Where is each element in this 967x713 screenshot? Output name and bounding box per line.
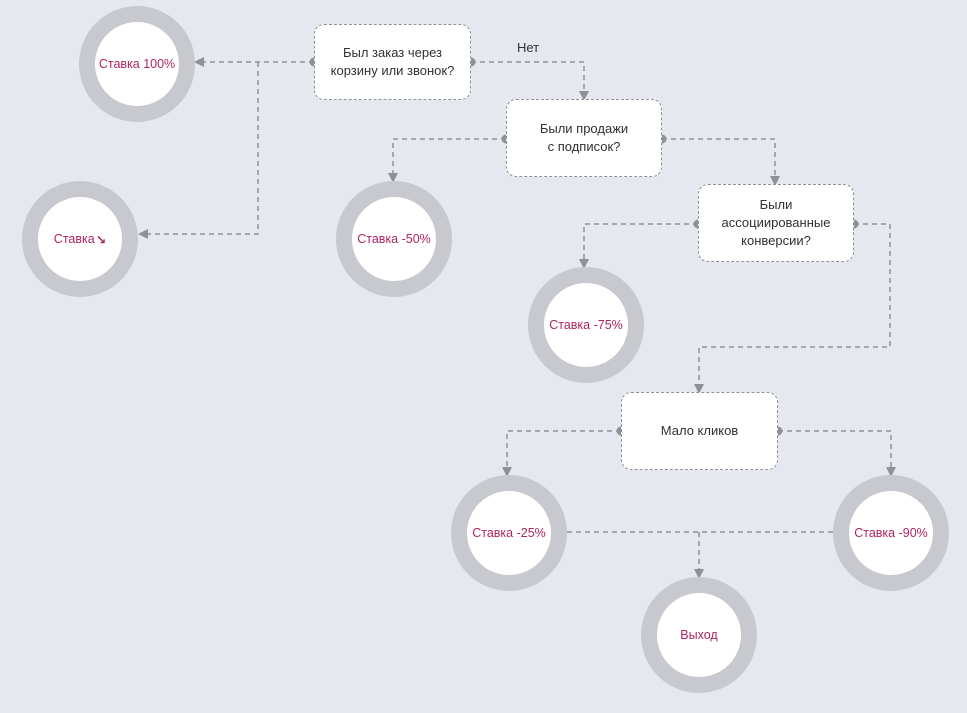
connector-q1-to-q2 [471,61,589,101]
decision-assisted-conversions: Были ассоциированные конверсии? [698,184,854,262]
outcome-rate-minus-90: Ставка -90% [833,475,949,591]
outcome-rate-decrease-label: Ставка [53,232,95,246]
outcome-rate-minus-50: Ставка -50% [336,181,452,297]
outcome-rate-decrease: Ставка↘ [22,181,138,297]
outcome-rate-minus-75: Ставка -75% [528,267,644,383]
decision-subscription-sales: Были продажи с подписок? [506,99,662,177]
outcome-rate-100: Ставка 100% [79,6,195,122]
outcome-rate-minus-25-label: Ставка -25% [472,526,546,540]
decision-q3-text: Были ассоциированные конверсии? [721,197,831,248]
decision-few-clicks: Мало кликов [621,392,778,470]
connector-q3-to-rate-minus-75 [579,223,698,269]
outcome-exit: Выход [641,577,757,693]
decision-q4-text: Мало кликов [660,423,739,438]
decision-q1-text: Был заказ через корзину или звонок? [330,45,455,78]
connector-q4-to-rate-minus-90 [778,430,896,477]
edge-label-no: Нет [517,40,540,55]
connector-q2-to-rate-minus-50 [388,138,506,183]
connector-q2-to-q3 [662,138,780,186]
decision-order-via-cart-or-call: Был заказ через корзину или звонок? [314,24,471,100]
outcome-rate-minus-90-label: Ставка -90% [854,526,928,540]
outcome-rate-minus-25: Ставка -25% [451,475,567,591]
outcome-rate-100-label: Ставка 100% [98,57,176,71]
connector-q4-to-rate-minus-25 [502,430,621,477]
decision-q2-text: Были продажи с подписок? [539,121,629,154]
arrow-down-right-icon: ↘ [95,232,107,247]
outcome-rate-minus-50-label: Ставка -50% [357,232,431,246]
outcome-exit-label: Выход [680,628,718,642]
outcome-rate-minus-75-label: Ставка -75% [549,318,623,332]
